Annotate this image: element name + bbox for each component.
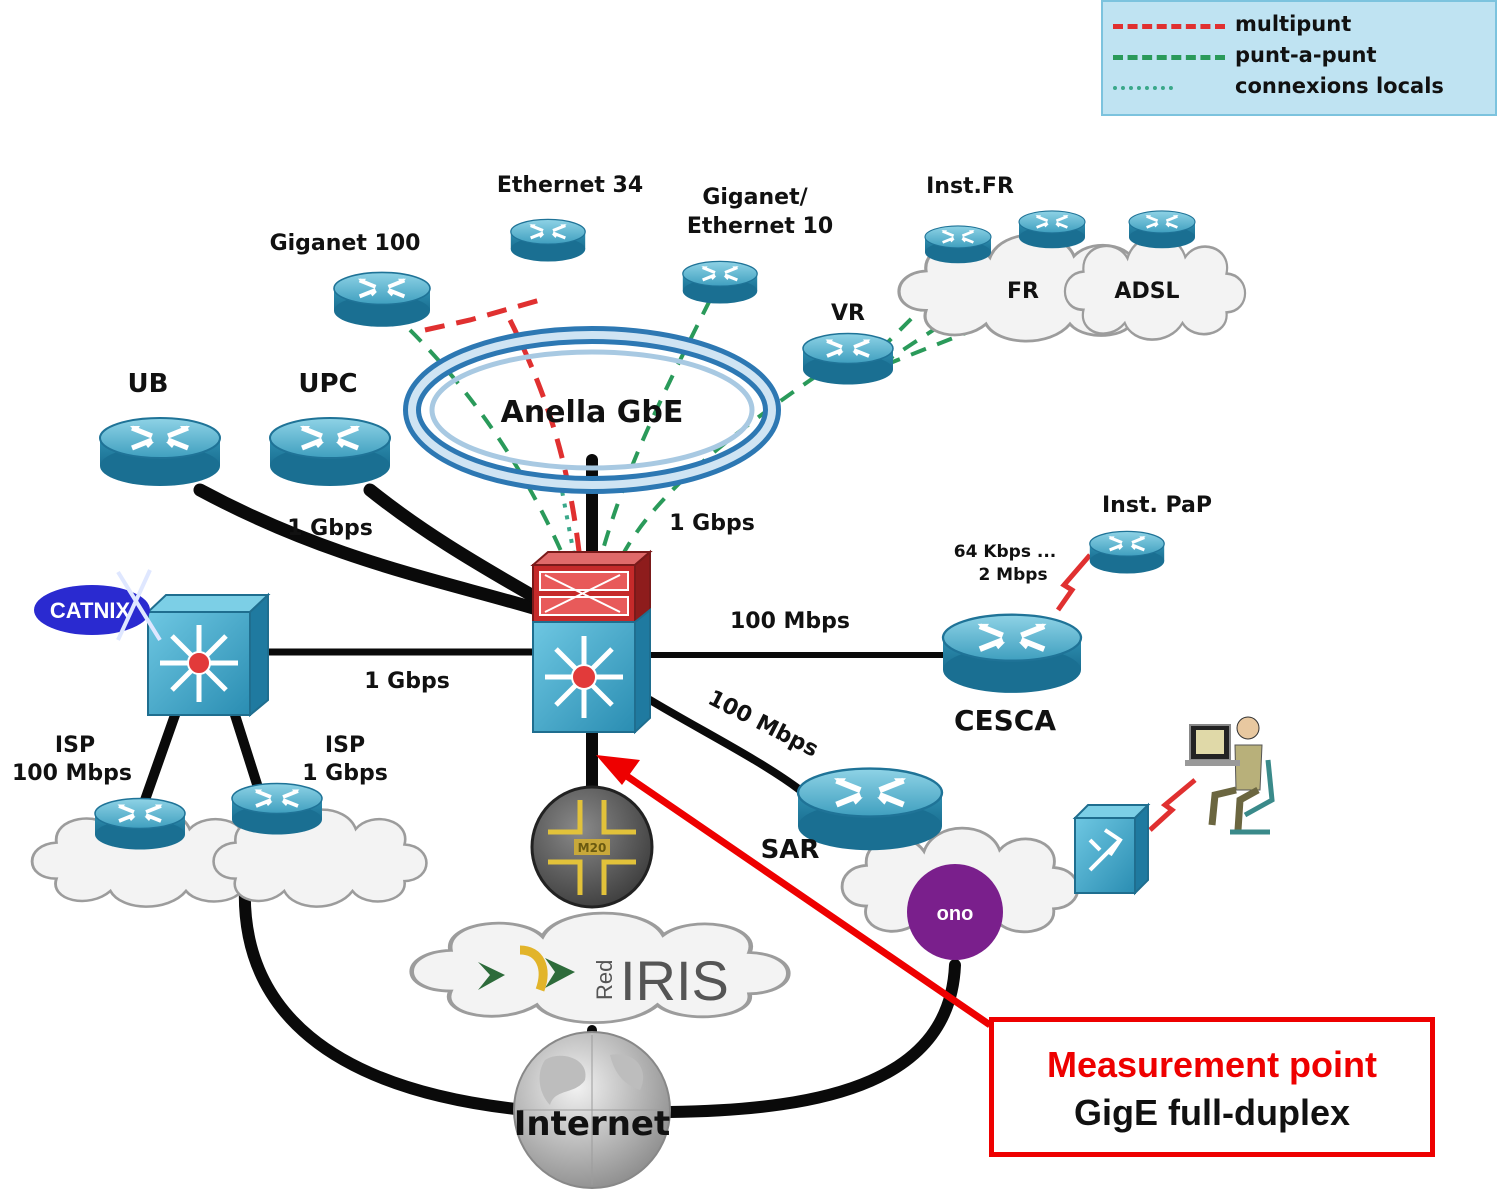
label-instfr: Inst.FR [926, 174, 1014, 199]
measurement-callout: Measurement point GigE full-duplex [989, 1017, 1435, 1157]
ono-logo: ono [907, 864, 1003, 960]
legend-item-connexions-locals: connexions locals [1103, 74, 1495, 100]
p2p-link-b [598, 299, 712, 561]
gbe-ring: Anella GbE [403, 326, 781, 494]
legend-item-punt-a-punt: punt-a-punt [1103, 43, 1495, 69]
pap-serial-link [1055, 553, 1092, 612]
link-upc-core [363, 483, 547, 607]
router-upc [270, 418, 390, 486]
label-catnix-speed: 1 Gbps [364, 669, 450, 694]
label-giganet-line1: Giganet/ [702, 185, 808, 210]
rediris-label: IRIS [620, 949, 729, 1012]
router-instfr-b [1017, 209, 1087, 250]
label-fr: FR [1007, 279, 1039, 304]
router-instfr-c [1127, 209, 1197, 250]
callout-subtitle: GigE full-duplex [1074, 1092, 1350, 1133]
label-ethernet34: Ethernet 34 [497, 173, 643, 198]
label-sar-speed: 100 Mbps [704, 686, 822, 763]
router-inst-pap [1088, 529, 1166, 576]
catnix-switch [145, 592, 271, 718]
internet-globe: Internet [513, 1031, 671, 1189]
link-isp-internet [238, 879, 531, 1116]
user-icon [1185, 716, 1275, 835]
catnix-label: CATNIX [50, 598, 131, 623]
ring-label: Anella GbE [501, 395, 684, 430]
m20-router: M20 [530, 785, 654, 909]
router-giganet-ethernet10 [681, 259, 759, 306]
label-cesca: CESCA [954, 704, 1056, 737]
link-ub-core [193, 483, 547, 617]
legend-label-punt-a-punt: punt-a-punt [1235, 43, 1377, 67]
core-switch [530, 549, 653, 735]
link-catnix-isp-left [140, 710, 180, 805]
internet-label: Internet [514, 1104, 670, 1144]
legend-label-connexions-locals: connexions locals [1235, 74, 1444, 98]
label-upc: UPC [298, 369, 357, 399]
label-pap-speed-1: 64 Kbps ... [954, 542, 1057, 562]
legend-label-multipunt: multipunt [1235, 12, 1352, 36]
label-isp-left-1: ISP [55, 733, 95, 758]
router-vr [801, 331, 895, 387]
router-giganet100 [334, 272, 430, 326]
legend-swatch-connexions-locals [1113, 86, 1173, 90]
label-upc-speed: 1 Gbps [287, 516, 373, 541]
router-isp-left [93, 796, 187, 852]
router-sar [798, 769, 942, 851]
rediris-prefix: Red [592, 960, 617, 1000]
link-ono-internet [664, 959, 961, 1118]
router-cesca [943, 615, 1081, 693]
m20-label: M20 [578, 841, 607, 855]
label-sar: SAR [761, 835, 820, 865]
label-isp-left-2: 100 Mbps [12, 761, 132, 786]
callout-title: Measurement point [1046, 1044, 1378, 1085]
router-ethernet34 [509, 217, 587, 264]
label-pap-speed-2: 2 Mbps [978, 565, 1047, 585]
label-giganet100: Giganet 100 [270, 231, 421, 256]
label-inst-pap: Inst. PaP [1102, 493, 1212, 518]
measurement-arrow [596, 755, 992, 1028]
label-isp-right-1: ISP [325, 733, 365, 758]
ono-label: ono [937, 903, 974, 925]
legend-swatch-multipunt [1113, 24, 1225, 29]
label-giganet-line2: Ethernet 10 [687, 214, 833, 239]
catnix-logo: CATNIX [34, 569, 162, 642]
router-instfr-a [923, 224, 993, 265]
router-ub [100, 418, 220, 486]
rediris-logo: Red IRIS [478, 945, 729, 1012]
label-vr: VR [831, 301, 865, 326]
label-isp-right-2: 1 Gbps [302, 761, 388, 786]
ono-serial-link [1148, 778, 1197, 832]
label-adsl: ADSL [1114, 279, 1179, 304]
legend-swatch-punt-a-punt [1113, 55, 1225, 60]
access-device [1072, 802, 1151, 896]
label-ring-speed: 1 Gbps [669, 511, 755, 536]
router-isp-right [230, 781, 324, 837]
label-ub: UB [128, 369, 169, 399]
legend-item-multipunt: multipunt [1103, 12, 1495, 38]
legend: multipunt punt-a-punt connexions locals [1101, 0, 1497, 116]
node-labels: Ethernet 34 Giganet/ Ethernet 10 Giganet… [12, 173, 1212, 865]
link-sar-core [646, 696, 804, 794]
p2p-link-a [408, 328, 567, 561]
local-link [558, 479, 577, 561]
multipunt-link-a [424, 297, 541, 333]
label-cesca-speed: 100 Mbps [730, 609, 850, 634]
link-labels: 1 Gbps 1 Gbps 100 Mbps 1 Gbps 100 Mbps 6… [287, 511, 1056, 763]
